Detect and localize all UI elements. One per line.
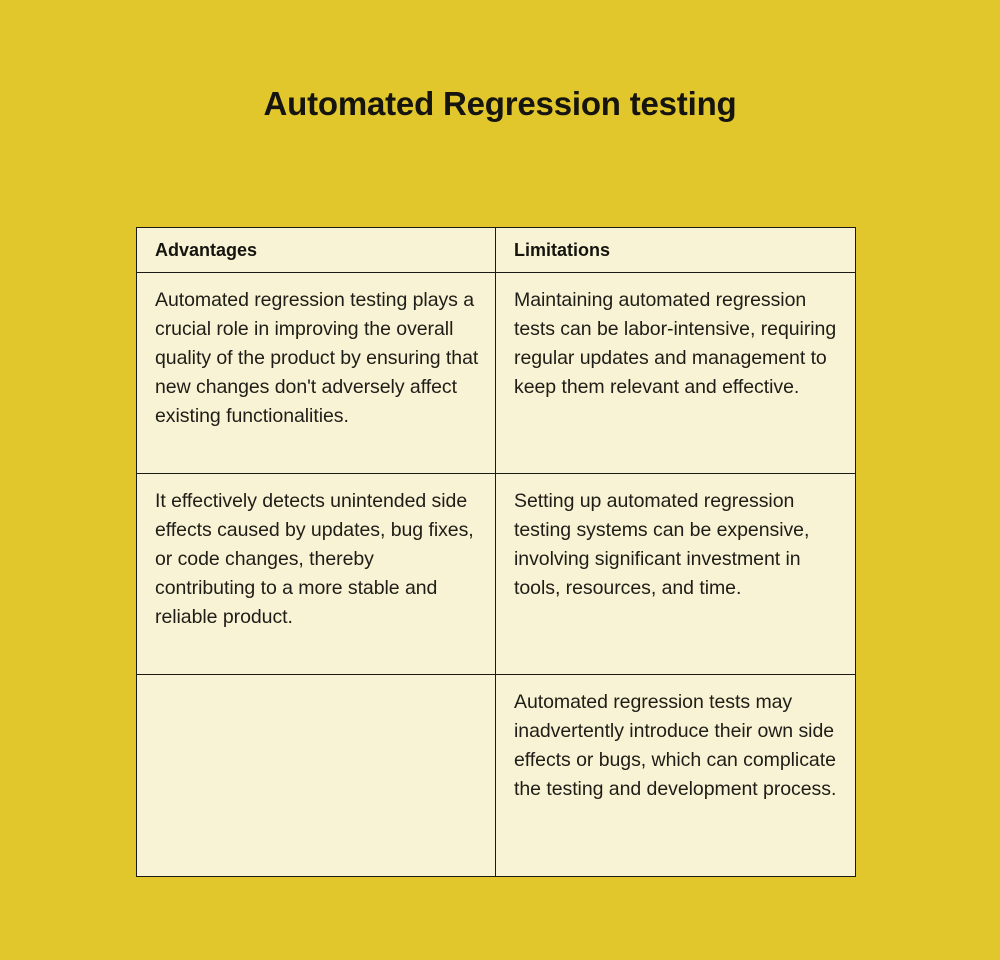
cell-advantages-text bbox=[137, 675, 495, 714]
cell-limitations: Automated regression tests may inadverte… bbox=[495, 674, 856, 877]
cell-limitations: Maintaining automated regression tests c… bbox=[495, 272, 856, 474]
table-row: Automated regression testing plays a cru… bbox=[136, 272, 856, 474]
column-header-limitations: Limitations bbox=[495, 227, 856, 273]
cell-limitations-text: Setting up automated regression testing … bbox=[514, 490, 810, 599]
cell-limitations: Setting up automated regression testing … bbox=[495, 473, 856, 675]
page-title: Automated Regression testing bbox=[263, 85, 737, 122]
table-row: Automated regression tests may inadverte… bbox=[136, 674, 856, 877]
comparison-table-container: Advantages Limitations Automated regress… bbox=[136, 227, 856, 877]
cell-advantages-empty bbox=[136, 674, 496, 877]
cell-advantages-text: Automated regression testing plays a cru… bbox=[155, 289, 479, 427]
column-header-advantages: Advantages bbox=[136, 227, 496, 273]
cell-advantages: Automated regression testing plays a cru… bbox=[136, 272, 496, 474]
cell-limitations-text: Maintaining automated regression tests c… bbox=[514, 289, 837, 398]
table-row: It effectively detects unintended side e… bbox=[136, 473, 856, 675]
cell-advantages: It effectively detects unintended side e… bbox=[136, 473, 496, 675]
column-header-limitations-label: Limitations bbox=[514, 240, 611, 260]
cell-advantages-text: It effectively detects unintended side e… bbox=[155, 490, 474, 628]
cell-limitations-text: Automated regression tests may inadverte… bbox=[514, 691, 837, 800]
table-header-row: Advantages Limitations bbox=[136, 227, 856, 273]
advantages-limitations-table: Advantages Limitations Automated regress… bbox=[136, 227, 856, 877]
column-header-advantages-label: Advantages bbox=[155, 240, 258, 260]
table-body: Automated regression testing plays a cru… bbox=[136, 272, 856, 877]
table-header: Advantages Limitations bbox=[136, 227, 856, 273]
